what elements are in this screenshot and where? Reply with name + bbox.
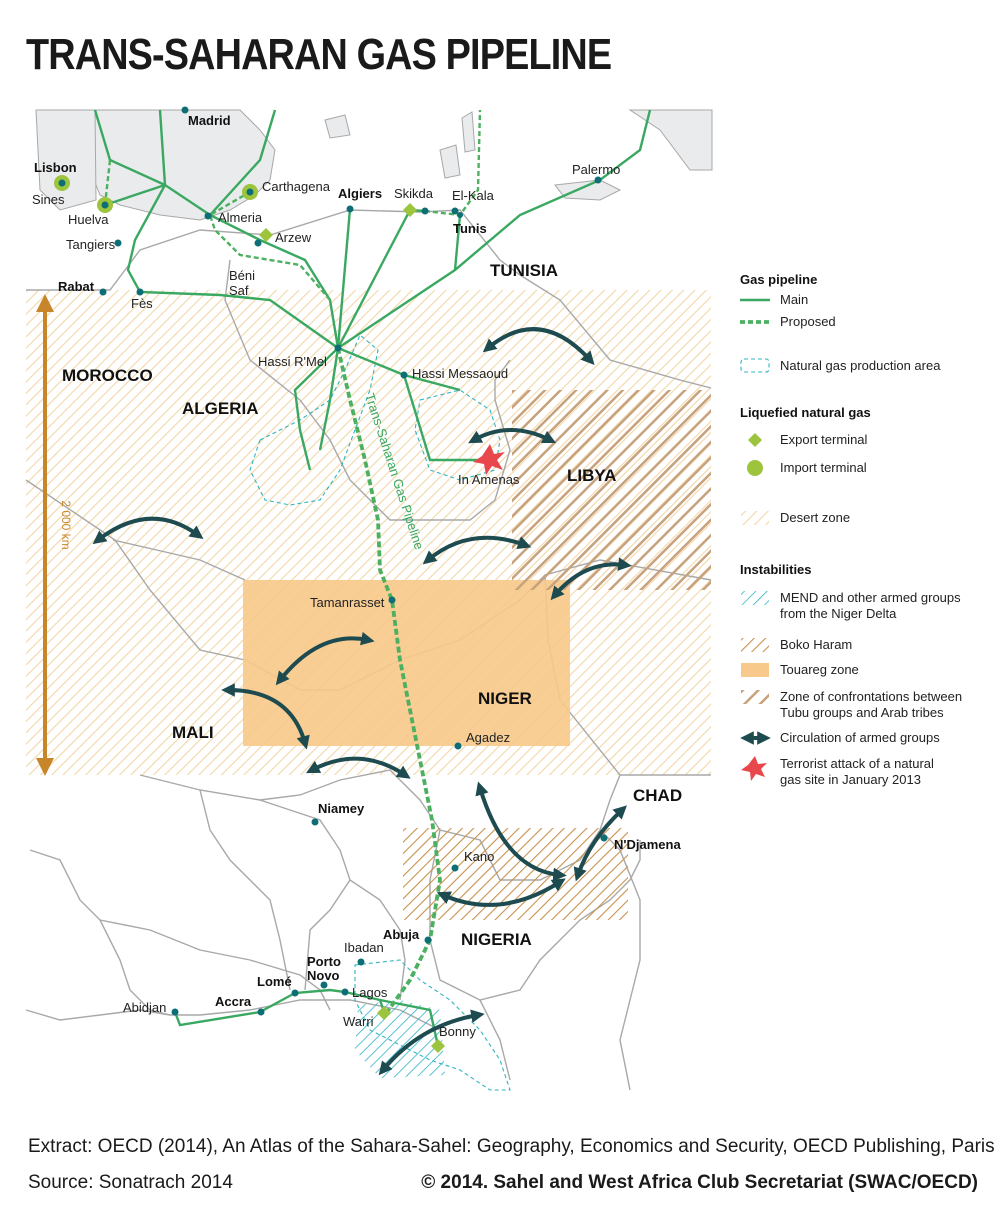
city-lome: Lomé <box>257 974 292 989</box>
legend-circulation: Circulation of armed groups <box>780 730 940 745</box>
city-warri: Warri <box>343 1014 374 1029</box>
city-beni-saf-2: Saf <box>229 283 249 298</box>
country-algeria: ALGERIA <box>182 399 259 418</box>
legend-mend-2: from the Niger Delta <box>780 606 897 621</box>
city-skikda: Skikda <box>394 186 434 201</box>
country-morocco: MOROCCO <box>62 366 153 385</box>
city-lagos: Lagos <box>352 985 388 1000</box>
city-accra: Accra <box>215 994 252 1009</box>
city-el-kala: El-Kala <box>452 188 495 203</box>
city-palermo: Palermo <box>572 162 620 177</box>
legend-proposed: Proposed <box>780 314 836 329</box>
attack-star-icon <box>473 444 505 475</box>
country-chad: CHAD <box>633 786 682 805</box>
country-tunisia: TUNISIA <box>490 261 558 280</box>
legend: Gas pipeline Main Proposed Natural gas p… <box>740 272 962 787</box>
legend-mend-1: MEND and other armed groups <box>780 590 961 605</box>
country-nigeria: NIGERIA <box>461 930 532 949</box>
city-ndjamena: N'Djamena <box>614 837 681 852</box>
proposed-pipelines-thin <box>103 109 482 301</box>
legend-main: Main <box>780 292 808 307</box>
scale-bar <box>36 294 54 776</box>
legend-attack-2: gas site in January 2013 <box>780 772 921 787</box>
city-fes: Fès <box>131 296 153 311</box>
city-abidjan: Abidjan <box>123 1000 166 1015</box>
city-arzew: Arzew <box>275 230 312 245</box>
country-labels: TUNISIA MOROCCO ALGERIA LIBYA NIGER MALI… <box>62 261 682 949</box>
city-agadez: Agadez <box>466 730 510 745</box>
city-tamanrasset: Tamanrasset <box>310 595 385 610</box>
scale-label: 2 000 km <box>59 500 73 549</box>
touareg-zone <box>243 580 570 746</box>
city-madrid: Madrid <box>188 113 231 128</box>
legend-production-area: Natural gas production area <box>780 358 941 373</box>
city-bonny: Bonny <box>439 1024 476 1039</box>
legend-gas-pipeline-heading: Gas pipeline <box>740 272 817 287</box>
footer-source: Source: Sonatrach 2014 <box>28 1172 233 1193</box>
city-niamey: Niamey <box>318 801 365 816</box>
page-title: TRANS-SAHARAN GAS PIPELINE <box>26 30 612 79</box>
city-porto-novo-1: Porto <box>307 954 341 969</box>
city-lisbon: Lisbon <box>34 160 77 175</box>
legend-export: Export terminal <box>780 432 868 447</box>
city-carthagena: Carthagena <box>262 179 331 194</box>
legend-attack-1: Terrorist attack of a natural <box>780 756 934 771</box>
legend-tubu-2: Tubu groups and Arab tribes <box>780 705 944 720</box>
country-libya: LIBYA <box>567 466 616 485</box>
city-abuja: Abuja <box>383 927 420 942</box>
city-ibadan: Ibadan <box>344 940 384 955</box>
legend-lng-heading: Liquefied natural gas <box>740 405 871 420</box>
import-terminals <box>54 175 258 213</box>
city-almeria: Almeria <box>218 210 263 225</box>
legend-desert: Desert zone <box>780 510 850 525</box>
production-areas <box>249 334 511 1091</box>
footer-extract: Extract: OECD (2014), An Atlas of the Sa… <box>28 1136 995 1157</box>
legend-import: Import terminal <box>780 460 867 475</box>
city-porto-novo-2: Novo <box>307 968 340 983</box>
export-terminals <box>259 203 445 1053</box>
legend-instabilities-heading: Instabilities <box>740 562 812 577</box>
country-mali: MALI <box>172 723 214 742</box>
city-tangiers: Tangiers <box>66 237 116 252</box>
legend-touareg: Touareg zone <box>780 662 859 677</box>
city-tunis: Tunis <box>453 221 487 236</box>
city-sines: Sines <box>32 192 65 207</box>
tubu-arab-zone <box>512 390 711 590</box>
footer-copyright: © 2014. Sahel and West Africa Club Secre… <box>421 1172 978 1193</box>
city-huelva: Huelva <box>68 212 109 227</box>
city-kano: Kano <box>464 849 494 864</box>
legend-tubu-1: Zone of confrontations between <box>780 689 962 704</box>
legend-boko: Boko Haram <box>780 637 852 652</box>
city-hassi-messaoud: Hassi Messaoud <box>412 366 508 381</box>
footer: Extract: OECD (2014), An Atlas of the Sa… <box>28 1136 995 1208</box>
city-beni-saf-1: Béni <box>229 268 255 283</box>
city-labels: Madrid Lisbon Sines Huelva Carthagena Al… <box>32 113 681 1039</box>
circulation-arrows <box>92 327 632 1076</box>
city-algiers: Algiers <box>338 186 382 201</box>
city-hassi-rmel: Hassi R'Mel <box>258 354 327 369</box>
city-in-amenas: In Amenas <box>458 472 520 487</box>
city-dots <box>99 106 608 1016</box>
city-rabat: Rabat <box>58 279 95 294</box>
country-niger: NIGER <box>478 689 532 708</box>
